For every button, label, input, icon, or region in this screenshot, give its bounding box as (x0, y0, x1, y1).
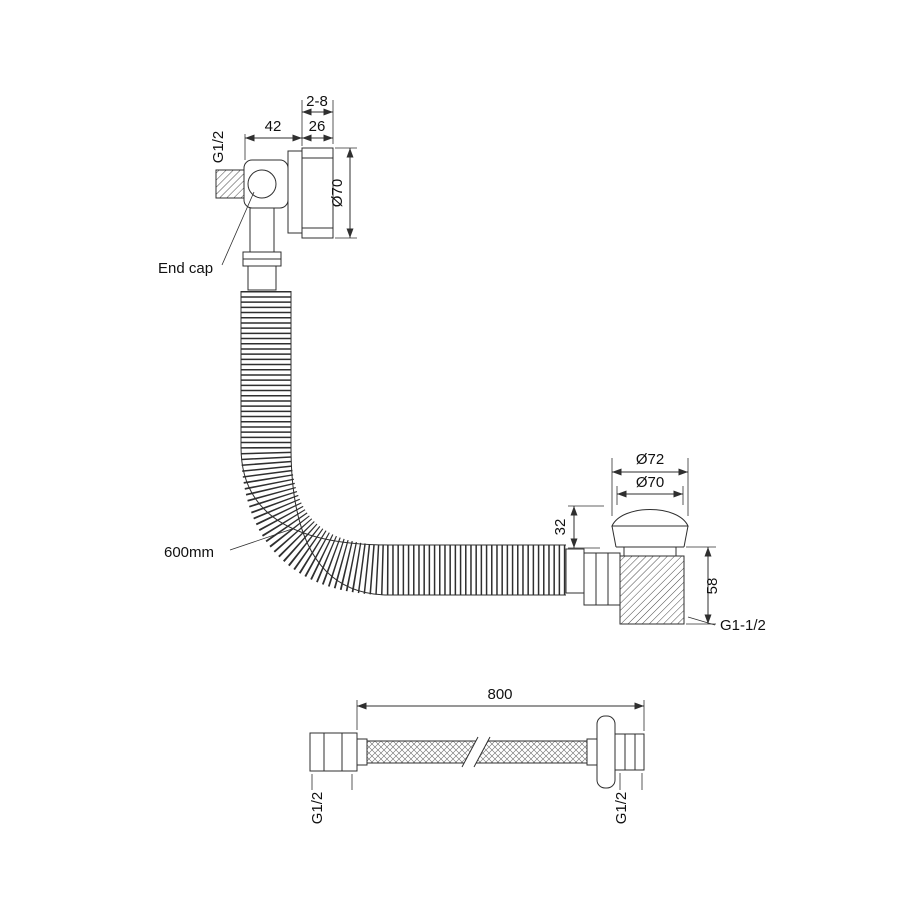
clamp-flange (287, 150, 303, 234)
hose-break-line-1 (461, 736, 479, 768)
hex-nut-right (614, 733, 645, 771)
hose-outer-edge (290, 291, 566, 596)
collar-left (356, 738, 368, 766)
endcap-label: End cap (158, 260, 213, 277)
plug-side-right (683, 525, 689, 548)
dia-label-70-top: Ø70 (329, 179, 346, 207)
dia-label-70-waste: Ø70 (636, 474, 664, 491)
hose-length-annotation: 600mm (164, 528, 293, 561)
waste-dimensions: Ø72 Ø70 32 58 G1-1/2 (552, 451, 766, 634)
compression-nut (583, 552, 621, 606)
filler-hose-dimensions: 800 G1/2 G1/2 (309, 686, 645, 825)
thread-label-g12-left: G1/2 (309, 792, 326, 825)
filler-hose (309, 715, 645, 789)
waste-thread-body (619, 555, 685, 625)
overflow-assembly (215, 147, 334, 291)
end-cap-circle (247, 169, 277, 199)
hex-nut-left (309, 732, 358, 772)
thread-label-g12-right: G1/2 (613, 792, 630, 825)
hose-length-leader (229, 528, 293, 551)
plug-side-left (611, 525, 617, 548)
dim-label-2-8: 2-8 (306, 93, 328, 110)
dim-label-26: 26 (309, 118, 326, 135)
hose-inner-edge (240, 291, 566, 546)
dim-label-32: 32 (552, 519, 569, 536)
thread-label-g12-top: G1/2 (210, 131, 227, 164)
overflow-dimensions: 2-8 42 26 G1/2 Ø70 End cap (158, 93, 357, 277)
g1-12-leader (687, 616, 716, 626)
hose-ribs (241, 291, 566, 595)
endcap-leader (221, 191, 255, 266)
dim-label-42: 42 (265, 118, 282, 135)
male-thread-hatch (215, 169, 245, 199)
overflow-hose (240, 291, 566, 596)
overflow-body (301, 147, 334, 239)
hose-adapter-top (247, 265, 277, 291)
hose-break-gap (462, 737, 490, 767)
hose-adapter-waste (565, 548, 585, 594)
waste-assembly (565, 509, 689, 625)
thread-label-g1-12: G1-1/2 (720, 617, 766, 634)
down-pipe (249, 207, 275, 253)
collar-right (586, 738, 598, 766)
hose-break-line-2 (473, 736, 491, 768)
plug-dome (611, 509, 689, 527)
dim-label-800: 800 (487, 686, 512, 703)
plug-neck (623, 546, 677, 557)
wing-nut (596, 715, 616, 789)
hose-length-label: 600mm (164, 544, 214, 561)
dim-label-58: 58 (704, 578, 721, 595)
dia-label-72: Ø72 (636, 451, 664, 468)
